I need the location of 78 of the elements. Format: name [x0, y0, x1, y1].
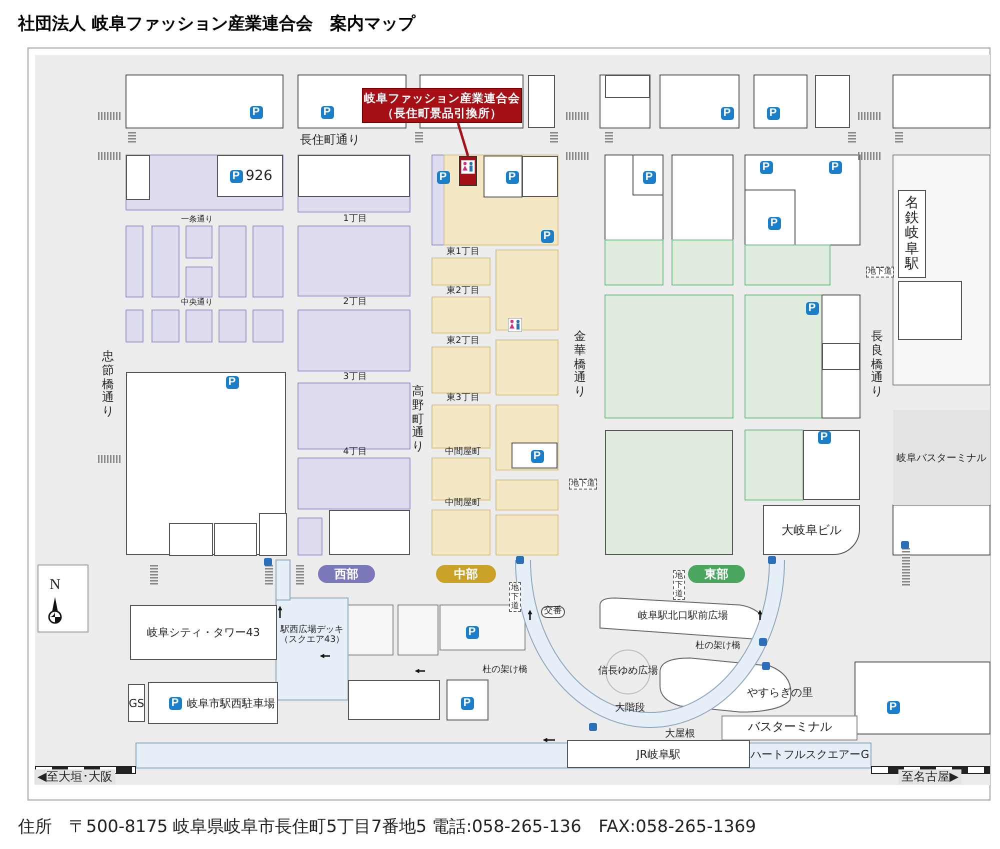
- building-name: 926: [244, 168, 274, 184]
- building-name: JR岐阜駅: [635, 746, 682, 762]
- block-name: 東3丁目: [446, 394, 480, 404]
- building-name: 岐阜シティ・タワー43: [146, 625, 261, 640]
- street-name: 金華橋通り: [574, 330, 586, 399]
- street-name: 中央通り: [181, 298, 213, 308]
- direction-text: 至名古屋▶: [898, 769, 962, 785]
- street-name: 忠節橋通り: [102, 350, 114, 419]
- direction-text: ◀至大垣･大阪: [34, 769, 116, 785]
- address-text: 住所 〒500-8175 岐阜県岐阜市長住町5丁目7番地5 電話:058-265-136 FAX:058-265-1369: [18, 818, 756, 837]
- building: [169, 523, 213, 556]
- parking-building: [148, 682, 278, 724]
- building: [130, 605, 277, 660]
- block-name: 東2丁目: [446, 337, 480, 347]
- building-name: GS: [128, 696, 146, 710]
- office-building: [459, 156, 477, 186]
- map-title: 社団法人 岐阜ファッション産業連合会 案内マップ: [18, 13, 415, 35]
- building: [522, 156, 558, 197]
- block-name: 中間屋町: [445, 448, 481, 458]
- callout-text: 岐阜ファッション産業連合会（長住町景品引換所）: [363, 90, 521, 120]
- street-name: 一条通り: [181, 216, 213, 224]
- building-name: 岐阜市駅西駐車場: [186, 696, 276, 710]
- street-name: 長良橋通り: [871, 330, 883, 399]
- place-name: バスターミナル: [748, 720, 832, 734]
- leader-line: [456, 122, 470, 156]
- district-badge: [688, 565, 745, 583]
- station-building: [567, 740, 750, 768]
- building-name: 名鉄岐阜駅: [904, 196, 920, 272]
- underpass-sign: 地下道: [673, 570, 685, 600]
- place-name: 大屋根: [665, 728, 695, 740]
- building: [348, 680, 440, 720]
- district-name: 中部: [453, 566, 479, 582]
- station-building: [898, 190, 926, 278]
- district-badge: [318, 565, 375, 583]
- place-name: 信長ゆめ広場: [598, 666, 658, 676]
- place-name: 駅西広場デッキ（スクエア43）: [278, 626, 346, 646]
- place-name: ハートフルスクエアーG: [750, 748, 870, 762]
- building: [214, 523, 257, 556]
- block-name: 3丁目: [343, 373, 367, 383]
- place-name: 杜の架け橋: [696, 642, 740, 652]
- building-name: 大岐阜ビル: [780, 522, 842, 538]
- building: [528, 75, 555, 128]
- building: [259, 513, 287, 556]
- police-box-label: 交番: [541, 606, 565, 618]
- building-name: 岐阜バスターミナル: [896, 452, 988, 464]
- place-name: 大階段: [615, 702, 645, 714]
- underpass-sign: 地下道: [509, 582, 521, 612]
- block-name: 東1丁目: [446, 248, 480, 258]
- block-name: 4丁目: [343, 448, 367, 458]
- street-name: 長住町通り: [300, 133, 360, 147]
- underpass-sign: 地下道: [569, 478, 597, 490]
- gas-station: [128, 684, 145, 722]
- block-name: 2丁目: [343, 298, 367, 308]
- building: [126, 372, 286, 555]
- building: [605, 75, 650, 98]
- building: [605, 430, 733, 555]
- north-label: N: [50, 576, 60, 594]
- building: [329, 510, 410, 555]
- building: [815, 75, 850, 128]
- district-badge: [436, 565, 496, 583]
- place-name: やすらぎの里: [747, 686, 813, 700]
- block-name: 中間屋町: [445, 499, 481, 509]
- building: [763, 505, 860, 555]
- parking-building: [217, 155, 283, 197]
- place-name: 岐阜駅北口駅前広場: [638, 610, 728, 622]
- building: [803, 430, 860, 500]
- building: [898, 281, 962, 340]
- place-name: 杜の架け橋: [482, 666, 528, 676]
- building: [298, 155, 410, 197]
- district-name: 東部: [704, 566, 730, 582]
- underpass-sign: 地下道: [866, 266, 894, 278]
- block-name: 1丁目: [343, 215, 367, 225]
- district-name: 西部: [334, 566, 360, 582]
- building: [126, 155, 150, 200]
- block-name: 東2丁目: [446, 287, 480, 297]
- street-name: 高野町通り: [412, 385, 424, 454]
- bus-terminal-area: [893, 410, 990, 505]
- building: [822, 343, 860, 370]
